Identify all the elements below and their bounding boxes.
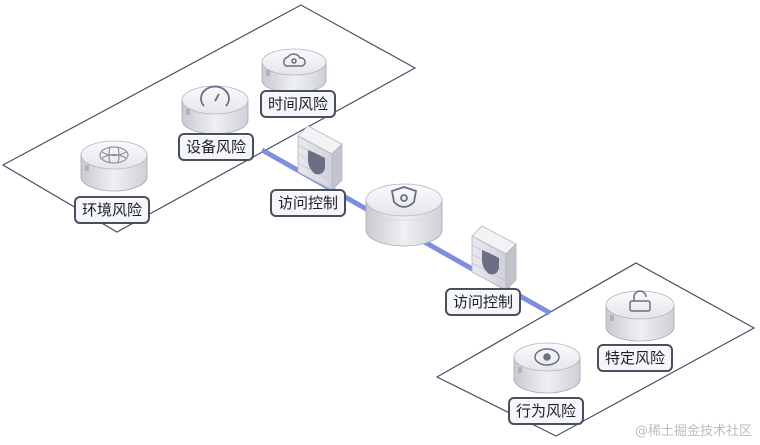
compass-icon — [534, 348, 560, 366]
firewall-1 — [297, 125, 343, 191]
lock-icon — [629, 290, 651, 312]
specific-risk-label: 特定风险 — [597, 344, 674, 372]
specific-risk-node — [605, 290, 675, 342]
behavior-risk-node — [513, 342, 581, 394]
device-risk-node — [181, 85, 249, 135]
shield-icon — [482, 250, 499, 275]
time-risk-node — [261, 48, 327, 94]
watermark: @稀土掘金技术社区 — [634, 424, 752, 439]
device-risk-label: 设备风险 — [178, 133, 255, 161]
firewall-2 — [471, 225, 517, 291]
time-risk-label: 时间风险 — [260, 90, 337, 118]
shield-icon — [390, 186, 418, 208]
cloud-icon — [283, 53, 306, 67]
access-control-label-2: 访问控制 — [445, 288, 522, 316]
center-hub-node — [365, 183, 443, 247]
shield-icon — [308, 150, 325, 175]
access-control-label-1: 访问控制 — [270, 189, 347, 217]
environment-risk-label: 环境风险 — [74, 196, 151, 224]
behavior-risk-label: 行为风险 — [508, 397, 585, 425]
gauge-icon — [200, 85, 230, 107]
environment-risk-node — [80, 140, 148, 192]
globe-icon — [99, 146, 129, 164]
